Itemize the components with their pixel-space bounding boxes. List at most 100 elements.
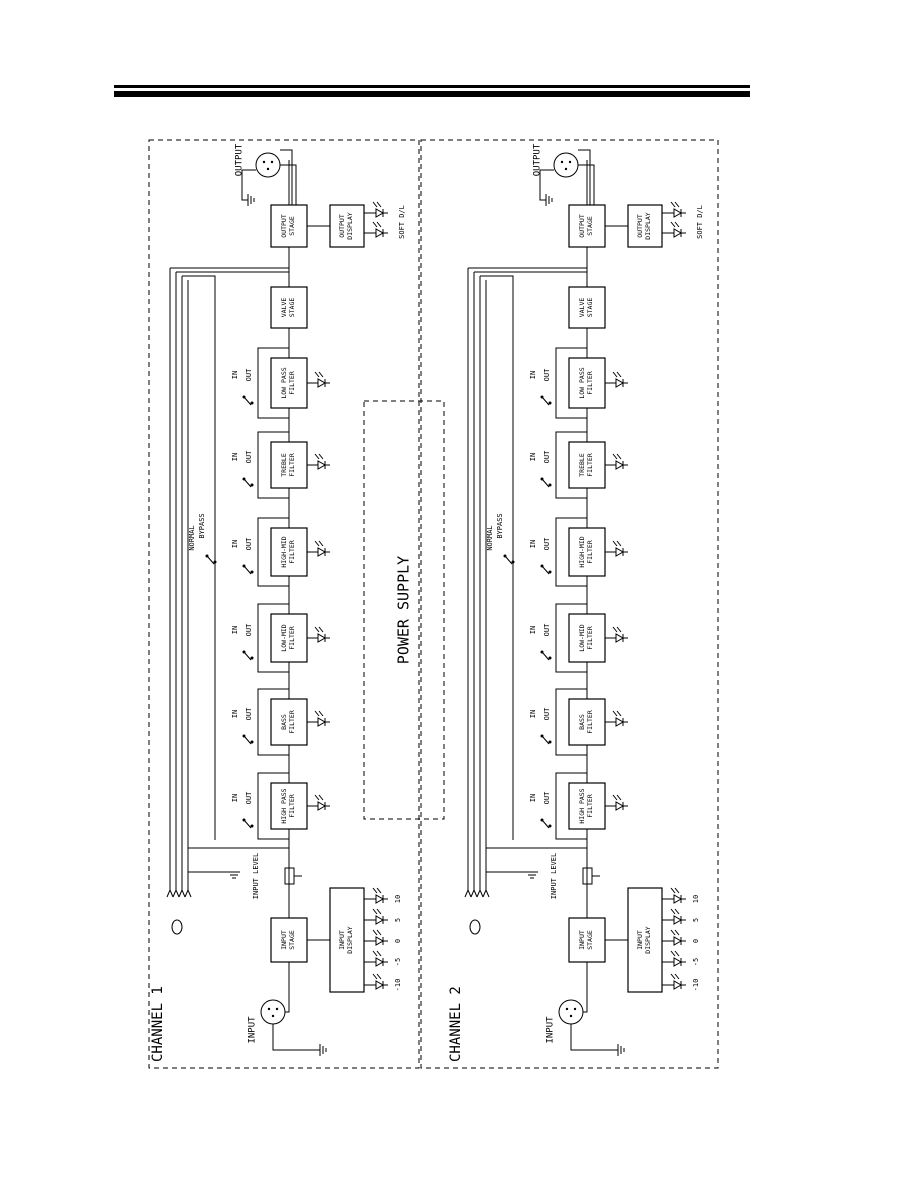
switch-contact [250,824,254,828]
meter-level-2: 0 [692,939,700,943]
led-arrow [674,908,680,915]
switch-out-label: OUT [543,707,551,720]
led-arrow [612,371,618,378]
led-arrow [674,950,680,957]
led-arrow [372,973,378,980]
bypass-label: BYPASS [496,513,504,538]
switch-in-label: IN [231,626,239,634]
led-arrow [616,453,622,460]
meter-level-4: 10 [692,895,700,903]
jack-icon [166,888,174,898]
filter-3-box [270,527,308,577]
switch-blade [541,651,550,661]
filter-5-label: LOW PASSFILTER [280,367,296,398]
meter-level-3: 5 [692,918,700,922]
switch-contact [548,570,552,574]
filter-0-label: HIGH PASSFILTER [280,788,296,823]
valve-stage-label: VALVESTAGE [578,298,594,318]
xlr-pin [271,1014,275,1018]
led-arrow [612,794,618,801]
jack-icon [172,888,180,898]
led-diode [615,460,625,470]
switch-blade [541,396,550,406]
meter-level-1: -5 [692,958,700,966]
switch-out-label: OUT [245,368,253,381]
led-arrow [670,201,676,208]
switch-contact [548,483,552,487]
bypass-label: BYPASS [198,513,206,538]
input-ground-wire [570,1024,618,1051]
switch-out-label: OUT [543,623,551,636]
led-diode [375,915,385,925]
led-diode [375,208,385,218]
switch-out-label: OUT [245,623,253,636]
switch-in-label: IN [529,794,537,802]
led-diode [615,633,625,643]
xlr-connector-icon [558,999,584,1025]
led-diode [317,633,327,643]
valve-stage-box [568,286,606,329]
led-arrow [314,371,320,378]
switch-in-label: IN [529,710,537,718]
filter-bypass-loop [555,688,587,756]
input-label: INPUT [546,1016,556,1044]
switch-out-label: OUT [245,537,253,550]
xlr-pin [275,1007,279,1011]
led-arrow [376,221,382,228]
led-diode [673,980,683,990]
switch-in-label: IN [529,453,537,461]
filter-1-box [568,698,606,746]
switch-blade [541,478,550,488]
led-diode [673,228,683,238]
led-arrow [670,887,676,894]
led-arrow [318,794,324,801]
valve-stage-box [270,286,308,329]
input-label: INPUT [248,1016,258,1044]
led-diode [317,460,327,470]
led-arrow [318,710,324,717]
xlr-pin [270,160,274,164]
bypass-line [480,275,514,840]
led-diode [615,547,625,557]
header-rules [114,85,750,97]
switch-contact [250,570,254,574]
led-arrow [616,371,622,378]
filter-3-label: HIGH-MIDFILTER [578,536,594,567]
input-stage-label: INPUTSTAGE [280,930,296,950]
output-ground-wire [539,169,554,201]
input-display-box [329,887,365,993]
switch-out-label: OUT [543,537,551,550]
switch-contact [548,656,552,660]
filter-1-box [270,698,308,746]
xlr-connector-icon [260,999,286,1025]
input-level-label: INPUT LEVEL [252,853,260,899]
switch-blade [504,555,513,565]
channel-2-border [420,139,719,1069]
filter-bypass-loop [555,517,587,587]
xlr-pin [565,1007,569,1011]
filter-bypass-loop [555,347,587,419]
led-arrow [612,540,618,547]
led-arrow [674,201,680,208]
switch-in-label: IN [231,540,239,548]
led-arrow [314,626,320,633]
filter-bypass-loop [257,431,289,499]
led-diode [317,547,327,557]
led-arrow [674,887,680,894]
filter-2-label: LOW-MIDFILTER [280,624,296,651]
switch-in-label: IN [231,794,239,802]
filter-4-label: TREBLEFILTER [280,453,296,477]
output-display-box [329,204,365,248]
switch-out-label: OUT [245,707,253,720]
output-stage-box [270,204,308,248]
led-arrow [674,973,680,980]
switch-blade [243,735,252,745]
led-arrow [616,540,622,547]
switch-contact [548,401,552,405]
filter-bypass-loop [555,772,587,840]
power-supply-label: POWER SUPPLY [395,556,413,664]
led-arrow [318,371,324,378]
meter-level-1: -5 [394,958,402,966]
led-arrow [314,453,320,460]
